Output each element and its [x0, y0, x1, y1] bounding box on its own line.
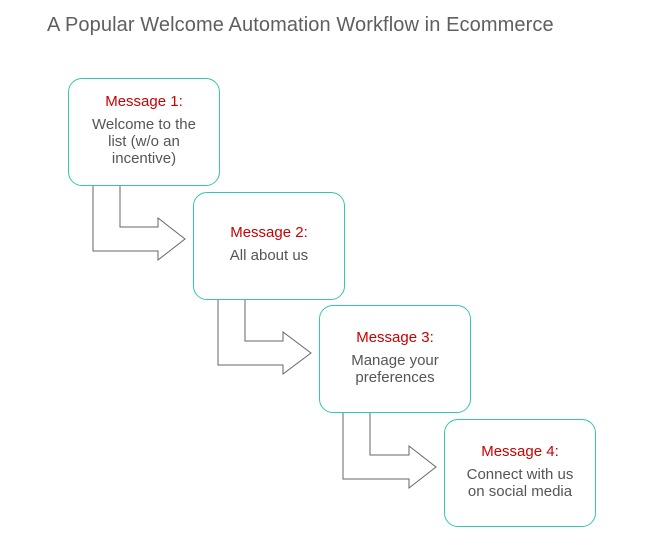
bent-arrow-right-icon [217, 293, 312, 375]
diagram-title: A Popular Welcome Automation Workflow in… [47, 14, 554, 36]
message-2-heading: Message 2: [230, 224, 308, 241]
message-3-heading: Message 3: [356, 328, 434, 346]
message-3-body: Manage your preferences [351, 351, 439, 386]
message-1-box: Message 1: Welcome to the list (w/o an i… [68, 78, 220, 186]
message-3-box: Message 3: Manage your preferences [319, 305, 471, 413]
message-1-body: Welcome to the list (w/o an incentive) [92, 116, 196, 167]
message-4-box: Message 4: Connect with us on social med… [444, 419, 596, 527]
message-2-box: Message 2: All about us [193, 192, 345, 300]
bent-arrow-right-icon [342, 407, 437, 490]
message-2-body: All about us [229, 247, 309, 264]
message-1-heading: Message 1: [105, 93, 183, 110]
message-4-body: Connect with us on social media [466, 465, 574, 500]
message-4-heading: Message 4: [481, 442, 559, 460]
bent-arrow-right-icon [92, 180, 186, 262]
